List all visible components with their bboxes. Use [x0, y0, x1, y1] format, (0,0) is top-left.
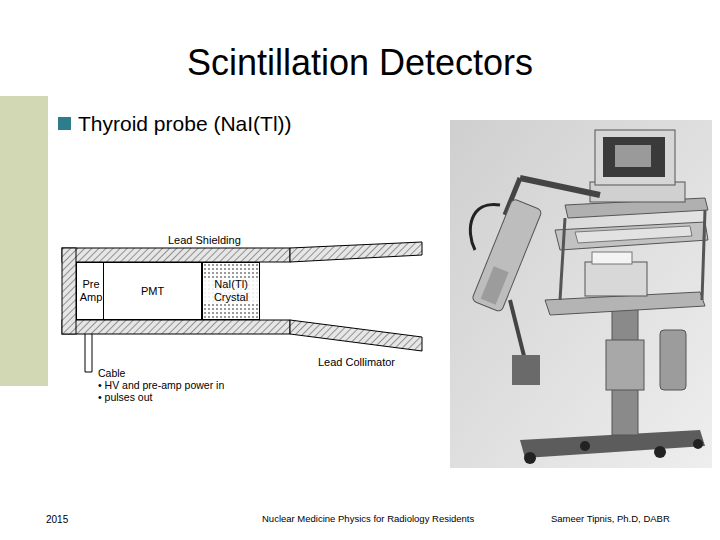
cart-wheel	[524, 452, 536, 464]
printer	[585, 262, 647, 296]
pmt-box: PMT	[103, 262, 202, 320]
side-bar	[0, 96, 48, 386]
probe-cylinder	[471, 198, 542, 312]
bullet-square	[58, 117, 71, 130]
cart-rail	[702, 210, 705, 300]
cable-note: • pulses out	[98, 391, 152, 403]
probe-mount	[512, 355, 540, 385]
cart-rail	[560, 218, 565, 300]
cart-wheel	[693, 439, 703, 449]
collimator-top	[290, 242, 422, 262]
box-text: PMT	[141, 285, 164, 298]
cable-label: Cable	[98, 367, 125, 379]
lead-shield-bottom	[62, 320, 290, 334]
cart-wheel	[654, 446, 666, 458]
diagram-panel	[52, 228, 428, 404]
screen-window	[615, 145, 651, 167]
part-label: Lead Shielding	[168, 234, 241, 247]
slide-title: Scintillation Detectors	[0, 42, 720, 83]
probe-diagram	[52, 228, 428, 404]
bullet-text: Thyroid probe (NaI(Tl))	[78, 112, 292, 136]
cart-wheel	[580, 441, 590, 451]
footer-text: Nuclear Medicine Physics for Radiology R…	[262, 514, 474, 525]
footer-date: 2015	[46, 514, 68, 526]
box-text: Pre Amp	[78, 278, 104, 303]
probe-photo	[450, 120, 712, 468]
monitor-screen	[603, 137, 665, 177]
probe-arm	[520, 178, 600, 195]
keyboard-tray	[555, 222, 708, 250]
monitor	[595, 130, 675, 185]
printer-paper	[592, 252, 632, 264]
cable-line	[85, 334, 86, 372]
cable-line	[92, 334, 93, 372]
part-label: Lead Collimator	[318, 356, 395, 369]
photo-ground	[450, 120, 712, 468]
cable-end	[85, 372, 92, 373]
lead-shield-top	[62, 248, 290, 262]
crystal-box: NaI(Tl) Crystal	[202, 262, 260, 320]
keyboard	[575, 226, 692, 243]
collimator-bottom	[290, 320, 422, 351]
cable-note: • HV and pre-amp power in	[98, 379, 224, 391]
footer-author: Sameer Tipnis, Ph.D, DABR	[551, 514, 670, 525]
lead-shield-cap	[62, 248, 76, 334]
box-text: NaI(Tl) Crystal	[204, 278, 258, 303]
probe-label	[481, 266, 509, 304]
well-counter	[660, 330, 686, 390]
probe-head	[471, 198, 542, 312]
cart-column-sleeve	[606, 340, 644, 390]
preamp-box: Pre Amp	[76, 262, 106, 320]
probe-stand	[510, 300, 525, 360]
